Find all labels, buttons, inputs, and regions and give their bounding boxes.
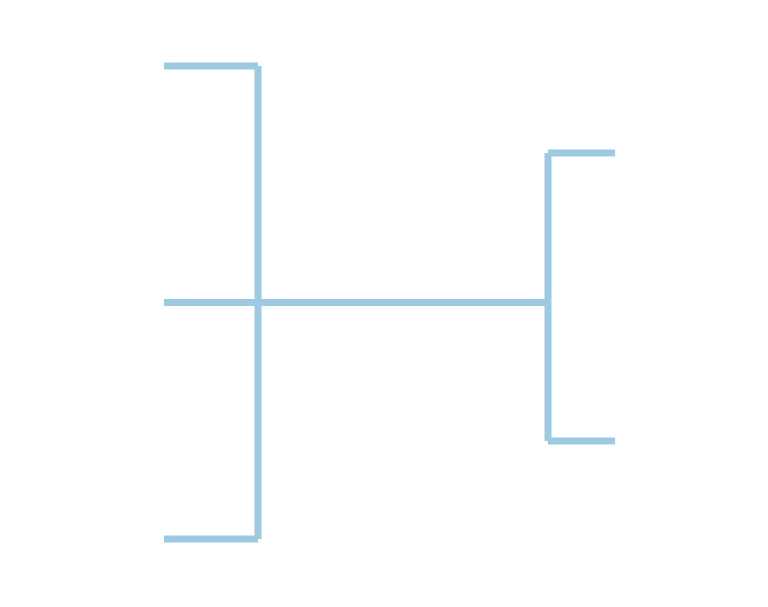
dendrogram-links [164,62,615,543]
